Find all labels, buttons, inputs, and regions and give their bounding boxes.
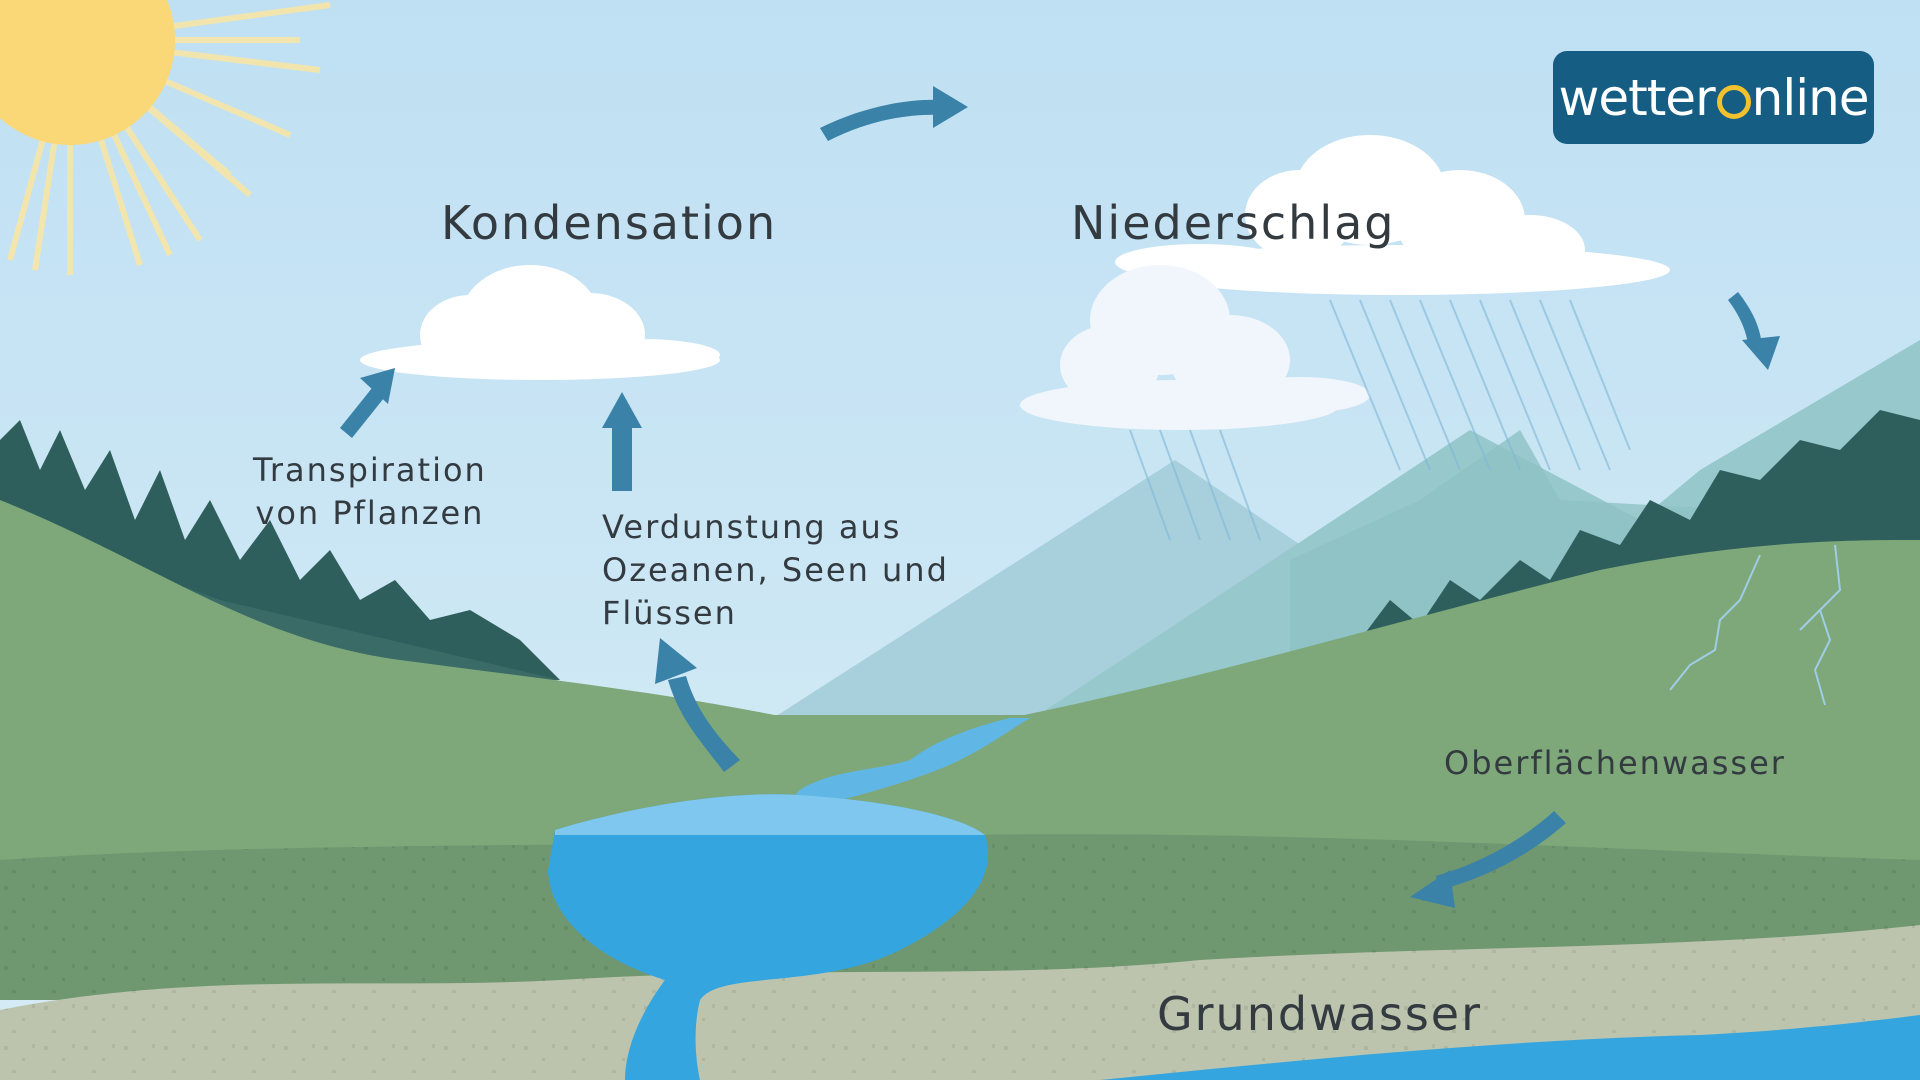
- label-condensation: Kondensation: [441, 196, 777, 250]
- globe-icon: [1717, 85, 1751, 119]
- wetteronline-logo: wetter nline: [1553, 51, 1874, 144]
- label-precipitation: Niederschlag: [1071, 196, 1395, 250]
- logo-text-start: wetter: [1558, 69, 1714, 127]
- label-evaporation: Verdunstung aus Ozeanen, Seen und Flüsse…: [602, 506, 949, 635]
- label-groundwater: Grundwasser: [1157, 987, 1482, 1041]
- logo-text-end: nline: [1752, 69, 1869, 127]
- label-transpiration: Transpiration von Pflanzen: [253, 449, 487, 535]
- label-surface-water: Oberflächenwasser: [1444, 744, 1786, 782]
